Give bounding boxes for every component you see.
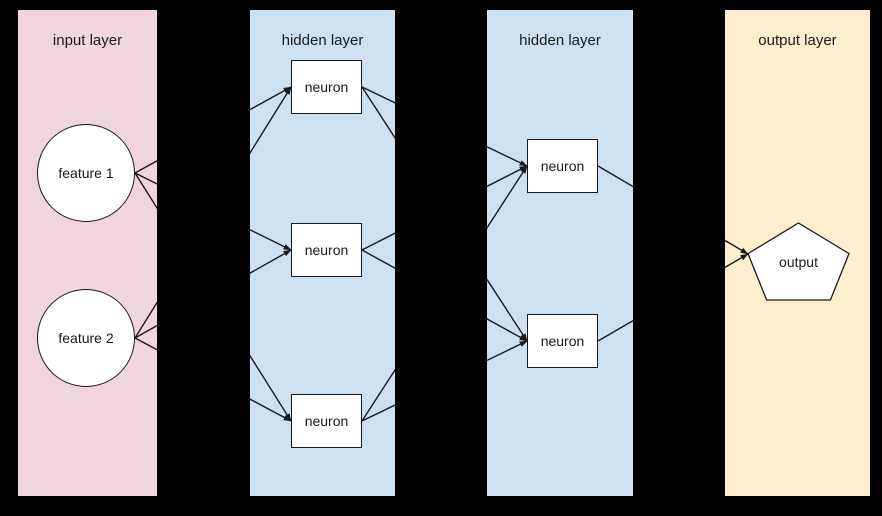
node-label: neuron: [540, 158, 585, 174]
pentagon-shape: [747, 222, 850, 301]
node-label: neuron: [540, 333, 585, 349]
node-label: neuron: [304, 242, 349, 258]
node-hidden-2-neuron-2[interactable]: neuron: [527, 314, 598, 368]
node-output-pentagon[interactable]: output: [747, 222, 850, 301]
column-gap-mask-3: [633, 0, 725, 516]
layer-title-output: output layer: [758, 32, 837, 49]
layer-column-hidden-2: hidden layer: [487, 10, 633, 496]
node-hidden-1-neuron-1[interactable]: neuron: [291, 60, 362, 114]
node-label: feature 2: [58, 330, 114, 346]
node-label: neuron: [304, 79, 349, 95]
node-feature-2[interactable]: feature 2: [37, 289, 135, 387]
node-label: feature 1: [58, 165, 114, 181]
column-gap-mask-2: [395, 0, 487, 516]
node-hidden-1-neuron-3[interactable]: neuron: [291, 394, 362, 448]
node-label: neuron: [304, 413, 349, 429]
layer-column-input: input layer: [18, 10, 157, 496]
layer-title-hidden-2: hidden layer: [519, 32, 601, 49]
column-gap-mask-1: [157, 0, 250, 516]
node-hidden-1-neuron-2[interactable]: neuron: [291, 223, 362, 277]
node-label: output: [779, 254, 818, 271]
node-hidden-2-neuron-1[interactable]: neuron: [527, 139, 598, 193]
layer-title-hidden-1: hidden layer: [281, 32, 364, 49]
node-feature-1[interactable]: feature 1: [37, 124, 135, 222]
layer-title-input: input layer: [52, 32, 123, 49]
